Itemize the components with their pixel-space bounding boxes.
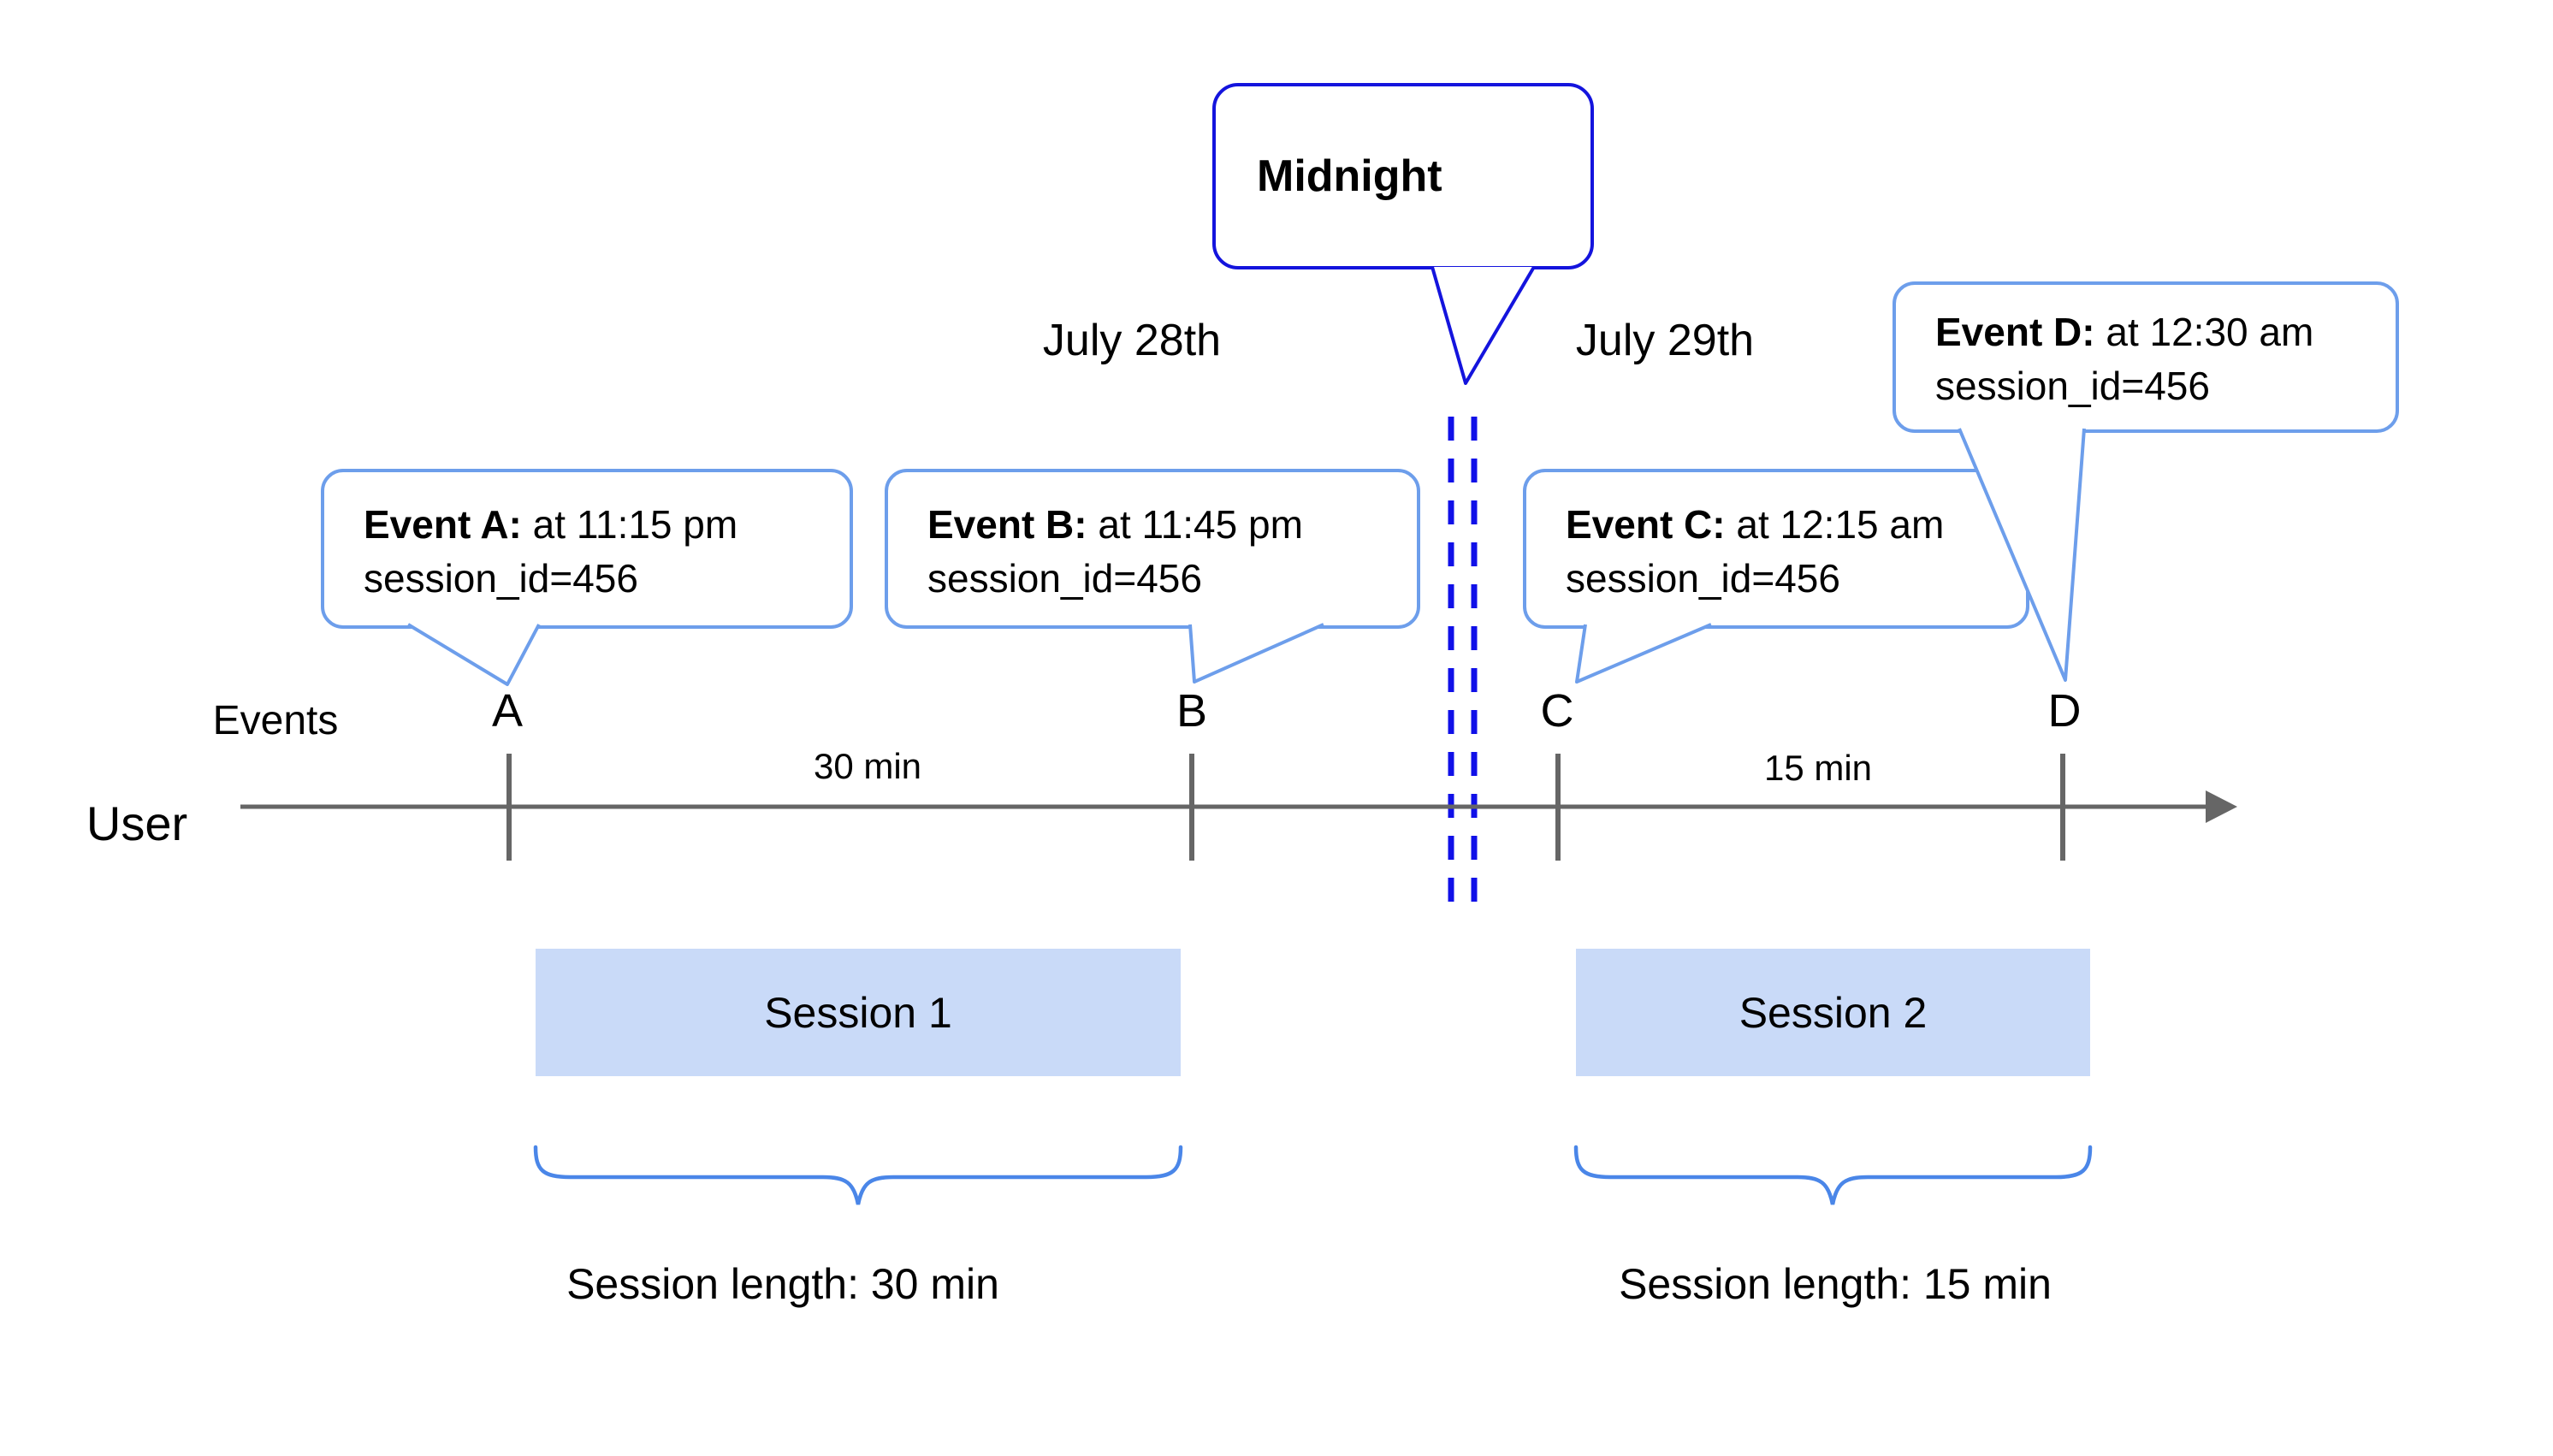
session-1-brace — [533, 1145, 1183, 1205]
event-d-title: Event D: at 12:30 am — [1935, 310, 2314, 354]
event-a-callout-tail — [406, 623, 541, 686]
event-c-callout-tail — [1575, 623, 1712, 684]
event-c-title: Event C: at 12:15 am — [1566, 502, 1945, 547]
session-2-box: Session 2 — [1576, 949, 2090, 1076]
timeline-arrowhead-icon — [2206, 790, 2237, 823]
interval-30min-label: 30 min — [813, 746, 922, 786]
date-july-28: July 28th — [1042, 316, 1222, 365]
event-b-title: Event B: at 11:45 pm — [927, 502, 1303, 547]
event-a-session: session_id=456 — [364, 556, 638, 601]
event-a-callout: Event A: at 11:15 pm session_id=456 — [321, 469, 853, 629]
event-b-session: session_id=456 — [927, 556, 1202, 601]
date-july-29: July 29th — [1575, 316, 1755, 365]
event-d-session: session_id=456 — [1935, 364, 2210, 408]
event-d-callout: Event D: at 12:30 am session_id=456 — [1893, 281, 2399, 433]
session-1-length-label: Session length: 30 min — [566, 1260, 999, 1308]
session-1-label: Session 1 — [764, 988, 952, 1037]
midnight-callout-tail — [1431, 265, 1536, 385]
events-axis-caption: Events — [212, 698, 339, 743]
session-2-label: Session 2 — [1739, 988, 1928, 1037]
event-c-session: session_id=456 — [1566, 556, 1840, 601]
interval-15min-label: 15 min — [1763, 748, 1873, 788]
session-1-box: Session 1 — [536, 949, 1181, 1076]
event-b-callout: Event B: at 11:45 pm session_id=456 — [885, 469, 1420, 629]
event-b-callout-tail — [1188, 623, 1324, 684]
tick-label-a: A — [491, 685, 524, 737]
midnight-label: Midnight — [1257, 151, 1442, 201]
event-c-text: Event C: at 12:15 am session_id=456 — [1526, 472, 2026, 606]
tick-label-b: B — [1176, 685, 1208, 737]
event-b-text: Event B: at 11:45 pm session_id=456 — [888, 472, 1417, 606]
midnight-callout: Midnight — [1212, 83, 1594, 269]
session-2-brace — [1573, 1145, 2093, 1205]
tick-label-d: D — [2047, 685, 2082, 737]
event-c-callout: Event C: at 12:15 am session_id=456 — [1523, 469, 2029, 629]
event-a-title: Event A: at 11:15 pm — [364, 502, 738, 547]
tick-label-c: C — [1540, 685, 1574, 737]
session-2-length-label: Session length: 15 min — [1619, 1260, 2052, 1308]
event-a-text: Event A: at 11:15 pm session_id=456 — [324, 472, 850, 606]
event-d-text: Event D: at 12:30 am session_id=456 — [1896, 285, 2396, 413]
user-axis-caption: User — [86, 796, 188, 850]
